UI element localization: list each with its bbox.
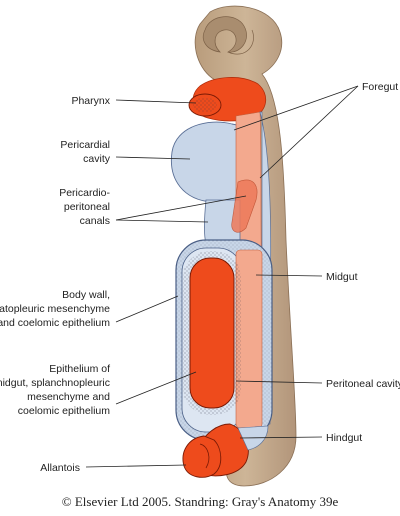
label-canals-2: peritoneal <box>64 201 110 213</box>
leader-midgut <box>255 274 323 277</box>
canal-fold <box>231 179 258 233</box>
leader-foregut-1 <box>233 85 359 131</box>
label-pericardial-1: Pericardial <box>60 139 110 151</box>
head-fold <box>202 16 247 53</box>
leader-bodywall <box>115 295 179 323</box>
leader-allantois <box>85 464 187 468</box>
label-epithelium-4: coelomic epithelium <box>18 405 110 417</box>
label-bodywall-1: Body wall, <box>62 289 110 301</box>
label-epithelium-1: Epithelium of <box>49 363 110 375</box>
label-hindgut: Hindgut <box>326 432 362 444</box>
midgut-stipple-rim <box>183 251 241 415</box>
label-pharynx: Pharynx <box>71 95 110 107</box>
label-midgut: Midgut <box>326 271 358 283</box>
leader-peritoneal <box>235 380 323 384</box>
label-epithelium-2: midgut, splanchnopleuric <box>0 377 110 389</box>
label-bodywall-3: and coelomic epithelium <box>0 317 110 329</box>
pericardial-cavity-shape <box>170 121 243 203</box>
leader-pharynx <box>115 99 197 104</box>
label-canals-3: canals <box>80 215 110 227</box>
label-foregut: Foregut <box>362 81 398 93</box>
head-fold-inner <box>227 29 254 55</box>
allantois-fold <box>199 443 210 469</box>
midgut-shape <box>189 257 235 409</box>
pharynx-opening-stipple <box>193 97 217 113</box>
leader-canal-2 <box>115 219 209 223</box>
label-peritoneal: Peritoneal cavity <box>326 378 400 390</box>
leader-hindgut <box>239 436 323 439</box>
label-bodywall-2: somatopleuric mesenchyme <box>0 303 110 315</box>
copyright-credit: © Elsevier Ltd 2005. Standring: Gray's A… <box>62 494 339 509</box>
leader-epithelium <box>115 371 197 405</box>
allantois-shape <box>182 435 222 478</box>
leader-canal-1 <box>115 195 247 221</box>
label-pericardial-2: cavity <box>83 153 111 165</box>
label-epithelium-3: mesenchyme and <box>27 391 110 403</box>
label-canals-1: Pericardio- <box>59 187 110 199</box>
leader-foregut-2 <box>259 85 359 179</box>
leader-pericardial <box>115 156 191 160</box>
label-allantois: Allantois <box>40 462 80 474</box>
